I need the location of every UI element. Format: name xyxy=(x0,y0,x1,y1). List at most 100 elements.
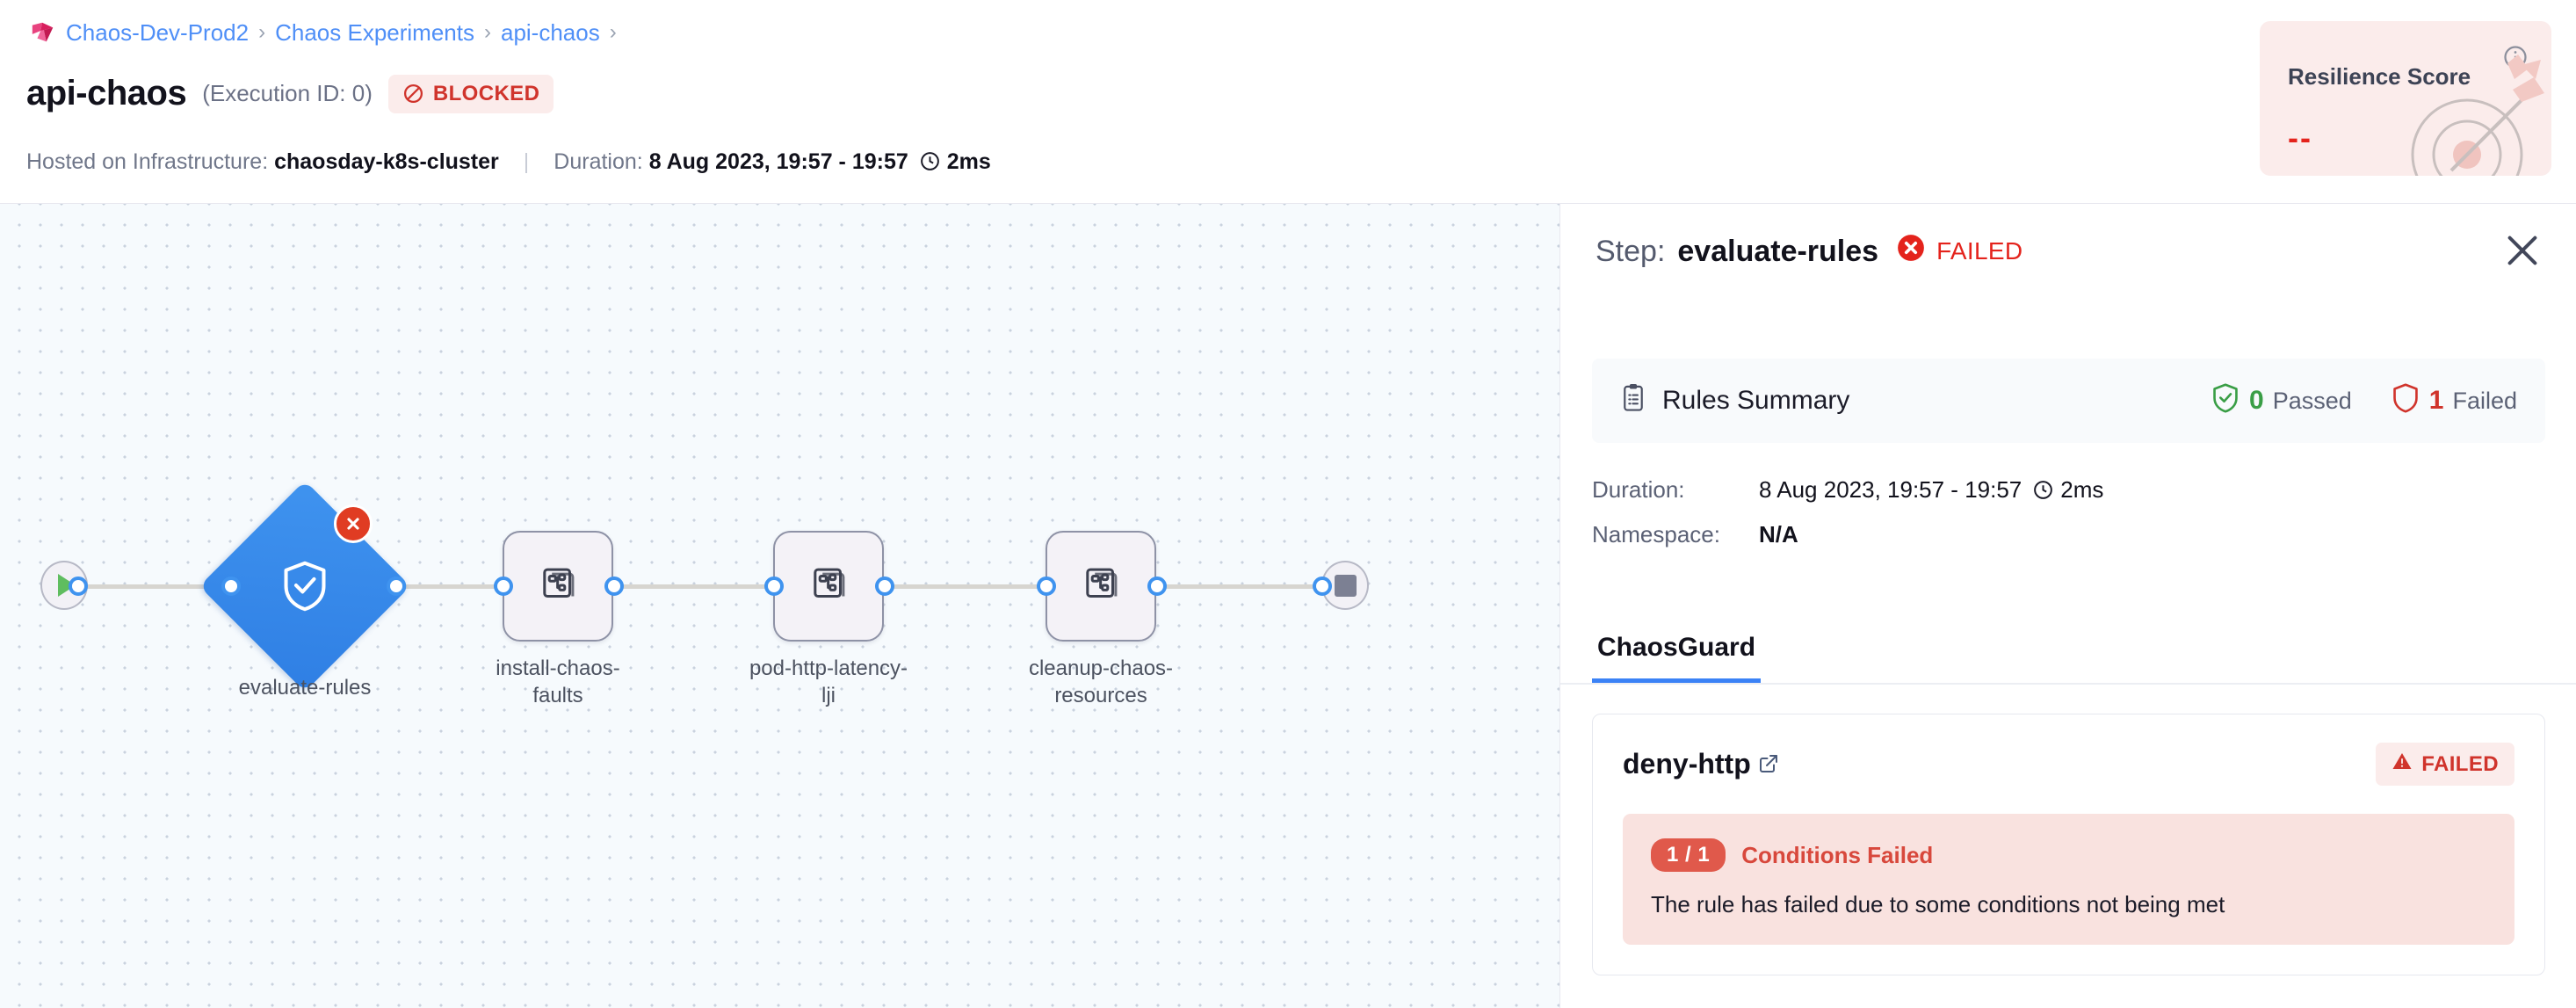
breadcrumb-separator: › xyxy=(483,20,491,44)
step-details-list: Duration: 8 Aug 2023, 19:57 - 19:57 2ms … xyxy=(1592,476,2545,566)
node-port[interactable] xyxy=(1147,577,1167,596)
detail-row-namespace: Namespace: N/A xyxy=(1592,521,2545,548)
breadcrumb-separator: › xyxy=(609,20,617,44)
rule-status-badge: FAILED xyxy=(2376,743,2514,786)
clock-icon xyxy=(908,149,947,175)
breadcrumb-link-2[interactable]: api-chaos xyxy=(500,19,600,46)
detail-key: Duration: xyxy=(1592,476,1685,503)
graph-node-label: cleanup-chaos- resources xyxy=(1028,656,1174,707)
title-row: api-chaos (Execution ID: 0) BLOCKED xyxy=(26,74,554,113)
rules-passed-label: Passed xyxy=(2272,387,2352,414)
detail-duration-range: 8 Aug 2023, 19:57 - 19:57 xyxy=(1759,476,2022,503)
panel-header: Step: evaluate-rules FAILED xyxy=(1560,204,2576,299)
step-box-shape xyxy=(1046,531,1156,642)
step-status-label: FAILED xyxy=(1936,237,2023,265)
graph-node-label: install-chaos- faults xyxy=(496,656,620,707)
step-status: FAILED xyxy=(1896,233,2022,271)
rule-name-label: deny-http xyxy=(1623,748,1751,780)
detail-row-duration: Duration: 8 Aug 2023, 19:57 - 19:57 2ms xyxy=(1592,476,2545,504)
shield-outline-icon xyxy=(2391,382,2420,420)
rule-card-header: deny-http xyxy=(1623,743,2514,786)
close-icon[interactable] xyxy=(2502,230,2543,271)
node-port[interactable] xyxy=(221,577,241,596)
graph-node-label: evaluate-rules xyxy=(238,676,372,700)
step-name-label: evaluate-rules xyxy=(1677,234,1879,268)
rules-summary-card: Rules Summary 0 Passed xyxy=(1592,359,2545,443)
shield-check-icon xyxy=(279,559,330,613)
conditions-failed-title: Conditions Failed xyxy=(1741,841,1934,868)
breadcrumb-separator: › xyxy=(258,20,266,44)
conditions-failed-header: 1 / 1 Conditions Failed xyxy=(1651,838,2486,872)
conditions-failed-box: 1 / 1 Conditions Failed The rule has fai… xyxy=(1623,814,2514,945)
panel-tabs: ChaosGuard xyxy=(1560,613,2576,685)
page-header: Chaos-Dev-Prod2 › Chaos Experiments › ap… xyxy=(0,0,2576,204)
node-port[interactable] xyxy=(1037,577,1056,596)
tab-chaosguard[interactable]: ChaosGuard xyxy=(1592,613,1762,683)
rule-status-label: FAILED xyxy=(2421,751,2499,776)
rules-failed-group: 1 Failed xyxy=(2391,382,2517,420)
rules-summary-label-group: Rules Summary xyxy=(1620,382,1849,419)
detail-value: N/A xyxy=(1759,521,1798,548)
shield-check-icon xyxy=(2211,382,2240,420)
resilience-score-value: -- xyxy=(2288,120,2312,156)
node-port[interactable] xyxy=(69,577,88,596)
duration-label: Duration: xyxy=(554,149,643,174)
meta-divider: | xyxy=(523,149,530,174)
graph-node-evaluate-rules[interactable]: evaluate-rules xyxy=(199,480,411,700)
graph-node-install-chaos-faults[interactable]: install-chaos- faults xyxy=(496,531,620,707)
rules-failed-count: 1 xyxy=(2428,386,2444,415)
rules-passed-count: 0 xyxy=(2249,386,2264,415)
clipboard-icon xyxy=(1620,382,1646,419)
detail-value: 8 Aug 2023, 19:57 - 19:57 2ms xyxy=(1759,476,2103,504)
node-port[interactable] xyxy=(875,577,894,596)
step-details-panel: Step: evaluate-rules FAILED xyxy=(1559,204,2576,1008)
node-port[interactable] xyxy=(387,577,406,596)
graph-edge xyxy=(800,584,1054,589)
rule-name-group[interactable]: deny-http xyxy=(1623,748,1779,780)
execution-meta: Hosted on Infrastructure: chaosday-k8s-c… xyxy=(26,149,991,175)
chaos-logo-icon xyxy=(30,19,56,46)
error-x-circle-icon xyxy=(1896,233,1926,271)
conditions-failed-description: The rule has failed due to some conditio… xyxy=(1651,891,2225,917)
chaos-step-icon xyxy=(534,561,582,613)
graph-edge xyxy=(527,584,782,589)
chaos-step-icon xyxy=(1077,561,1125,613)
rule-card-deny-http: deny-http xyxy=(1592,714,2545,975)
error-x-icon xyxy=(334,504,373,543)
node-port[interactable] xyxy=(764,577,784,596)
step-box-shape xyxy=(503,531,613,642)
target-dart-icon xyxy=(2390,39,2551,176)
infrastructure-label: Hosted on Infrastructure: xyxy=(26,149,269,174)
resilience-score-title: Resilience Score xyxy=(2288,63,2471,90)
node-port[interactable] xyxy=(604,577,624,596)
pipeline-graph-canvas[interactable]: evaluate-rules install- xyxy=(0,204,1559,1008)
duration-value: 8 Aug 2023, 19:57 - 19:57 xyxy=(648,149,908,174)
step-box-shape xyxy=(773,531,884,642)
graph-node-pod-http-latency-lji[interactable]: pod-http-latency- lji xyxy=(749,531,908,707)
external-link-icon[interactable] xyxy=(1758,749,1779,772)
rules-summary-label: Rules Summary xyxy=(1662,386,1850,415)
node-port[interactable] xyxy=(494,577,513,596)
warning-triangle-icon xyxy=(2391,751,2413,778)
conditions-failed-count: 1 / 1 xyxy=(1651,838,1726,872)
breadcrumb-link-1[interactable]: Chaos Experiments xyxy=(275,19,474,46)
graph-node-cleanup-chaos-resources[interactable]: cleanup-chaos- resources xyxy=(1029,531,1173,707)
breadcrumb-link-0[interactable]: Chaos-Dev-Prod2 xyxy=(66,19,250,46)
clock-icon xyxy=(2022,476,2060,504)
chaos-step-icon xyxy=(805,561,852,613)
status-badge: BLOCKED xyxy=(387,74,554,113)
detail-duration-elapsed: 2ms xyxy=(2060,476,2104,503)
node-port[interactable] xyxy=(1313,577,1332,596)
duration-elapsed: 2ms xyxy=(946,149,991,174)
panel-step-title: Step: evaluate-rules FAILED xyxy=(1596,233,2022,271)
graph-node-label: pod-http-latency- lji xyxy=(749,656,908,707)
detail-key: Namespace: xyxy=(1592,521,1720,548)
step-prefix-label: Step: xyxy=(1596,234,1666,268)
diamond-shape xyxy=(199,480,411,693)
infrastructure-value: chaosday-k8s-cluster xyxy=(274,149,499,174)
resilience-score-card: Resilience Score -- xyxy=(2260,21,2551,176)
execution-id-label: (Execution ID: 0) xyxy=(202,80,373,106)
rules-failed-label: Failed xyxy=(2452,387,2517,414)
graph-edge xyxy=(1074,584,1334,589)
